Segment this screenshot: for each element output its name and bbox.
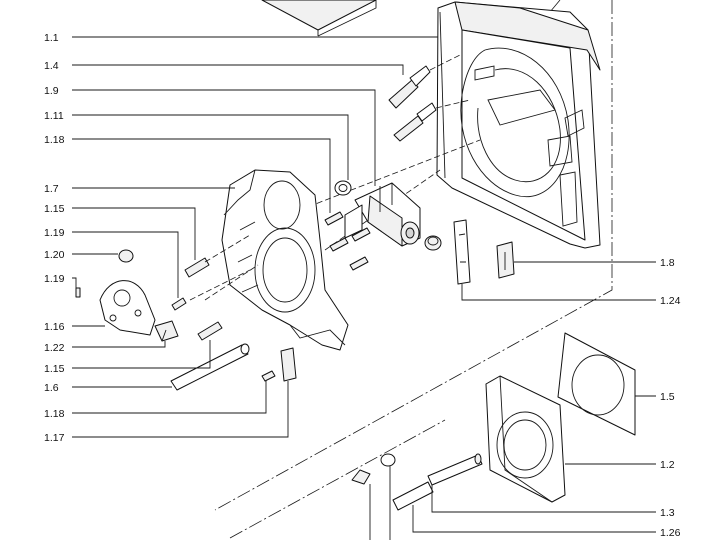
clip-1-17 xyxy=(280,347,297,382)
frame-1-24 xyxy=(453,219,471,285)
sleeve-1-26 xyxy=(392,481,434,511)
label-1-8: 1.8 xyxy=(660,257,675,269)
label-1-15-b: 1.15 xyxy=(44,363,65,375)
label-1-7: 1.7 xyxy=(44,183,59,195)
bolts-1-4 xyxy=(388,54,471,142)
label-1-2: 1.2 xyxy=(660,459,675,471)
label-1-18-b: 1.18 xyxy=(44,408,65,420)
o-ring xyxy=(334,180,352,196)
label-1-15: 1.15 xyxy=(44,203,65,215)
left-leader-lines xyxy=(72,36,438,438)
assembly-boundaries xyxy=(214,0,613,539)
label-1-1: 1.1 xyxy=(44,32,59,44)
right-labels: 1.8 1.24 1.5 1.2 1.3 1.26 xyxy=(660,257,681,539)
label-1-16: 1.16 xyxy=(44,321,65,333)
plate-1-16 xyxy=(99,280,156,336)
holder-1-22 xyxy=(154,320,179,342)
cap xyxy=(424,235,442,251)
clip-1-8 xyxy=(496,241,515,279)
gasket xyxy=(557,332,636,436)
screws-1-18 xyxy=(324,211,371,271)
label-1-26: 1.26 xyxy=(660,527,681,539)
label-1-11: 1.11 xyxy=(44,110,64,122)
screw-1-18-lower xyxy=(261,370,276,382)
label-1-9: 1.9 xyxy=(44,85,59,97)
label-1-19-b: 1.19 xyxy=(44,273,65,285)
left-labels: 1.1 1.4 1.9 1.11 1.18 1.7 1.15 1.19 1.20… xyxy=(44,32,65,444)
label-1-4: 1.4 xyxy=(44,60,59,72)
flange xyxy=(485,375,566,503)
screws-1-15 xyxy=(171,297,223,341)
label-1-5: 1.5 xyxy=(660,391,675,403)
screws-1-19 xyxy=(75,257,210,298)
label-1-18: 1.18 xyxy=(44,134,65,146)
screw-bottom xyxy=(351,453,396,485)
label-1-22: 1.22 xyxy=(44,342,65,354)
label-1-3: 1.3 xyxy=(660,507,675,519)
burner-head xyxy=(221,169,349,351)
top-box xyxy=(261,0,377,37)
label-1-24: 1.24 xyxy=(660,295,681,307)
rod-1-6 xyxy=(170,343,250,391)
label-1-20: 1.20 xyxy=(44,249,65,261)
housing xyxy=(436,1,601,249)
right-leader-lines xyxy=(369,261,656,540)
cap-1-20 xyxy=(118,249,134,263)
label-1-17: 1.17 xyxy=(44,432,65,444)
label-1-6: 1.6 xyxy=(44,382,59,394)
assembly-guide-3 xyxy=(189,234,259,301)
label-1-19: 1.19 xyxy=(44,227,65,239)
fitting xyxy=(344,182,421,247)
assembly-guide-2 xyxy=(324,169,441,251)
bolt-1-3 xyxy=(427,453,483,486)
